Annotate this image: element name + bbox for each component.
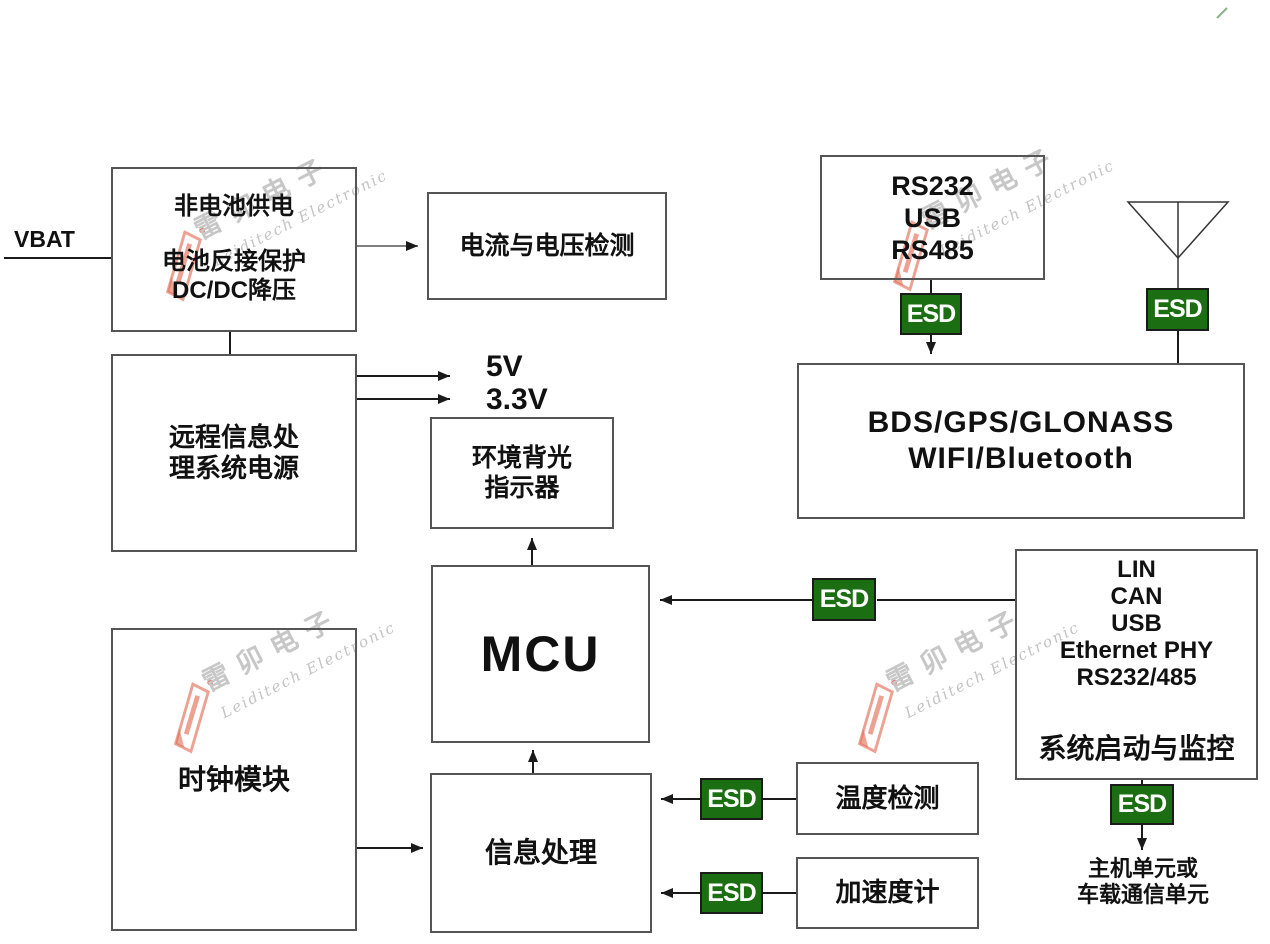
power-input-line: DC/DC降压	[172, 276, 296, 304]
bus-interface-line: Ethernet PHY	[1059, 637, 1214, 664]
temperature-detect-box: 温度检测	[796, 762, 979, 835]
telematics-power-box: 远程信息处 理系统电源	[111, 354, 357, 552]
power-input-line: 电池反接保护	[162, 248, 306, 276]
esd-block-mcu: ESD	[812, 578, 876, 621]
serial-line: RS485	[891, 234, 974, 265]
esd-label: ESD	[707, 784, 756, 813]
accelerometer-label: 加速度计	[835, 877, 940, 908]
serial-line: RS232	[891, 170, 974, 201]
bus-interface-line: RS232/485	[1076, 664, 1197, 691]
wireless-line: BDS/GPS/GLONASS	[867, 406, 1175, 439]
telematics-power-line: 理系统电源	[168, 453, 299, 483]
mcu-label: MCU	[480, 626, 601, 682]
antenna-icon	[1126, 201, 1230, 260]
serial-interfaces-box: RS232 USB RS485	[820, 155, 1045, 280]
wireless-module-box: BDS/GPS/GLONASS WIFI/Bluetooth	[797, 363, 1245, 519]
esd-block-temperature: ESD	[700, 778, 763, 820]
bus-interface-line: USB	[1111, 610, 1162, 637]
esd-label: ESD	[707, 878, 756, 907]
power-input-box: 非电池供电 电池反接保护 DC/DC降压	[111, 167, 357, 332]
wireless-line: WIFI/Bluetooth	[908, 442, 1134, 475]
accelerometer-box: 加速度计	[796, 857, 979, 929]
ambient-backlight-box: 环境背光 指示器	[430, 417, 614, 529]
info-processing-box: 信息处理	[430, 773, 652, 933]
rail-5v-label: 5V	[486, 350, 523, 383]
esd-block-accelerometer: ESD	[700, 872, 763, 914]
vbat-label: VBAT	[14, 226, 75, 252]
ambient-backlight-line: 指示器	[484, 474, 560, 502]
esd-label: ESD	[1153, 295, 1202, 323]
host-unit-line: 主机单元或	[1087, 856, 1198, 881]
bus-interface-line: LIN	[1117, 556, 1156, 583]
host-unit-label: 主机单元或 车载通信单元	[1043, 856, 1243, 908]
serial-line: USB	[903, 202, 961, 233]
esd-label: ESD	[1117, 790, 1167, 818]
bus-interface-line: CAN	[1110, 583, 1163, 610]
esd-block-antenna: ESD	[1146, 288, 1209, 331]
esd-block-host-unit: ESD	[1110, 784, 1174, 825]
rail-3v3-label: 3.3V	[486, 383, 548, 416]
bus-interfaces-box: LIN CAN USB Ethernet PHY RS232/485 系统启动与…	[1015, 549, 1258, 780]
esd-block-serial: ESD	[900, 293, 962, 335]
current-voltage-detect-box: 电流与电压检测	[427, 192, 667, 300]
power-input-line: 非电池供电	[174, 193, 294, 221]
current-voltage-label: 电流与电压检测	[459, 232, 635, 260]
telematics-power-line: 远程信息处	[168, 421, 299, 452]
clock-module-label: 时钟模块	[177, 763, 290, 795]
host-unit-line: 车载通信单元	[1076, 882, 1209, 907]
info-processing-label: 信息处理	[484, 837, 597, 869]
esd-label: ESD	[819, 585, 869, 613]
clock-module-box: 时钟模块	[111, 628, 357, 931]
system-boot-monitor-label: 系统启动与监控	[1038, 733, 1235, 764]
temperature-label: 温度检测	[835, 782, 940, 813]
stray-mark	[1216, 7, 1228, 19]
ambient-backlight-line: 环境背光	[471, 444, 572, 472]
esd-label: ESD	[906, 299, 956, 328]
mcu-box: MCU	[431, 565, 650, 743]
